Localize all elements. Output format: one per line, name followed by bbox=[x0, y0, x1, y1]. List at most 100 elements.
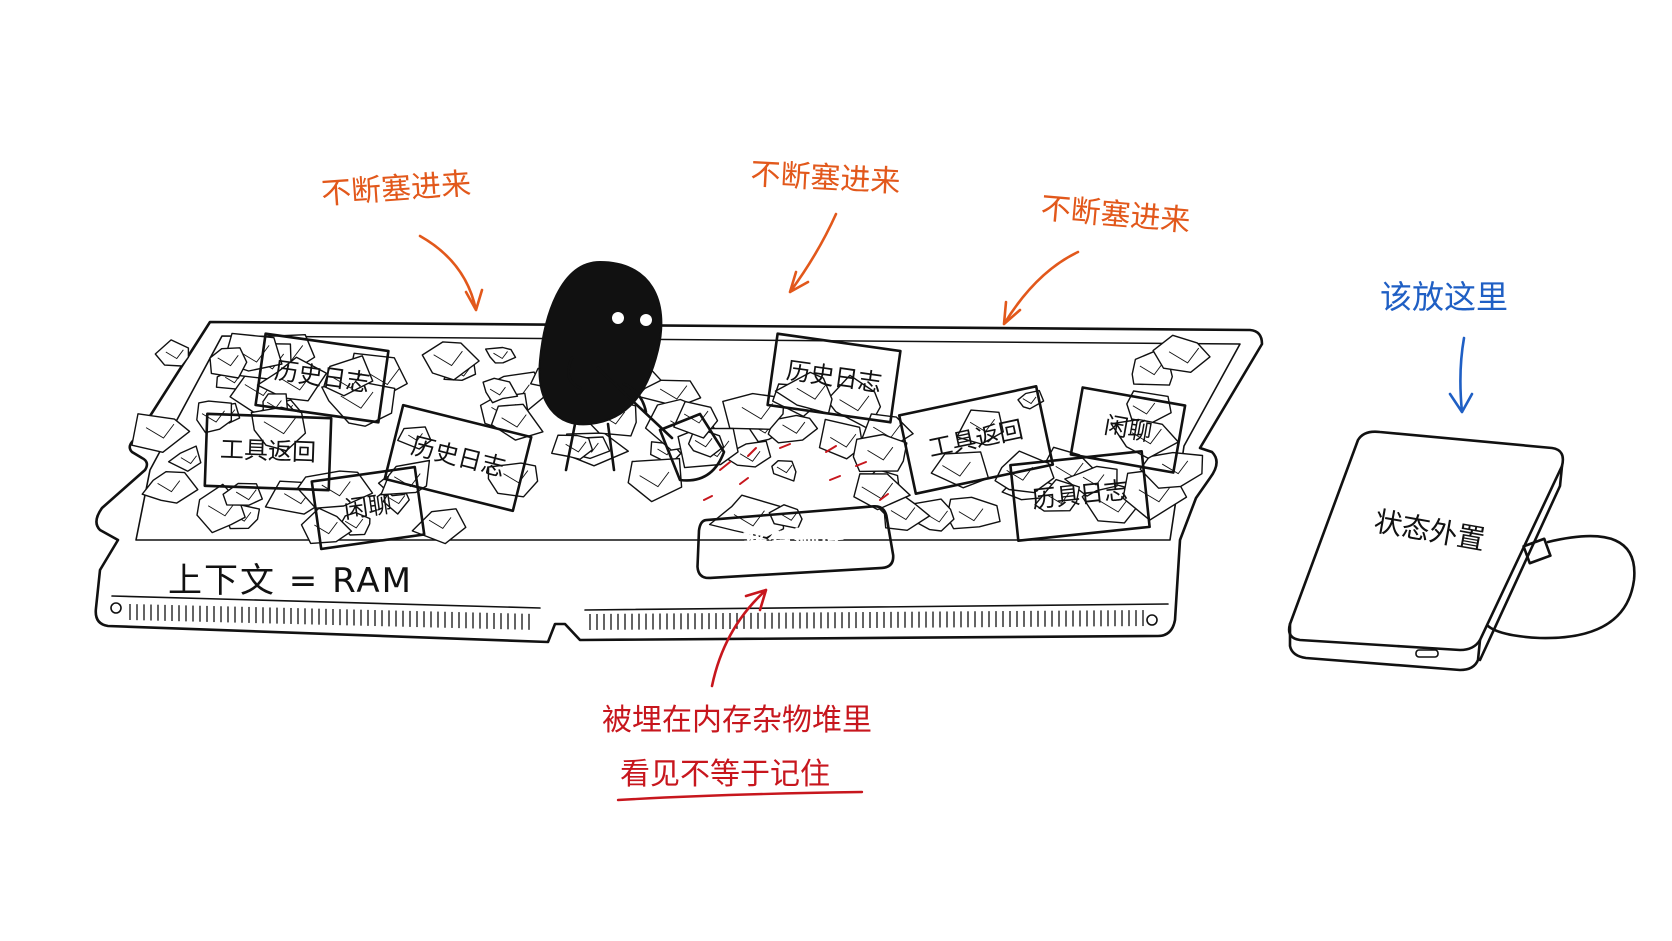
rubble-piece bbox=[930, 451, 990, 489]
rubble-piece bbox=[154, 339, 190, 367]
dig-spark bbox=[855, 461, 867, 467]
blob-body bbox=[538, 260, 663, 426]
dig-spark bbox=[703, 495, 713, 501]
rubble-crease bbox=[388, 495, 406, 505]
rubble-crease bbox=[145, 423, 175, 439]
dig-spark bbox=[719, 461, 731, 471]
usb-cable bbox=[1486, 534, 1636, 640]
ram-edge-strip bbox=[111, 595, 1169, 611]
rubble-crease bbox=[796, 384, 827, 400]
blob-character bbox=[538, 260, 726, 482]
rubble-crease bbox=[332, 373, 362, 389]
annotation-stuff-in: 不断塞进来 bbox=[1002, 191, 1192, 326]
rubble-crease bbox=[639, 471, 670, 488]
rubble-crease bbox=[782, 421, 806, 434]
rubble-piece bbox=[956, 409, 1004, 445]
rubble-crease bbox=[235, 489, 257, 501]
underline bbox=[616, 790, 864, 802]
rubble-crease bbox=[776, 464, 793, 474]
rubble-crease bbox=[1048, 492, 1070, 505]
rubble-piece bbox=[323, 355, 374, 397]
rubble-crease bbox=[281, 374, 312, 391]
dig-spark bbox=[779, 443, 791, 449]
rubble-piece bbox=[421, 341, 480, 381]
annotation-text: 被埋在内存杂物堆里 bbox=[602, 703, 872, 738]
rubble-crease bbox=[1100, 497, 1130, 513]
rubble-crease bbox=[1022, 396, 1037, 405]
annotation-stuff-in: 不断塞进来 bbox=[750, 157, 902, 294]
rubble-crease bbox=[741, 403, 773, 420]
rubble-crease bbox=[408, 433, 423, 442]
rubble-crease bbox=[739, 450, 761, 462]
dig-spark bbox=[879, 493, 889, 501]
arrow-icon bbox=[418, 234, 484, 312]
rubble-piece bbox=[131, 413, 191, 453]
rubble-crease bbox=[659, 385, 688, 400]
annotation-text: 不断塞进来 bbox=[750, 157, 902, 200]
drive-top bbox=[1287, 430, 1565, 652]
blob-eye bbox=[612, 312, 624, 324]
rubble-crease bbox=[958, 508, 984, 522]
rubble-piece bbox=[482, 377, 519, 404]
annotation-put-here: 该放这里 bbox=[1380, 278, 1508, 414]
rubble-crease bbox=[428, 517, 452, 529]
rubble-crease bbox=[1132, 402, 1156, 415]
rubble-crease bbox=[157, 480, 181, 493]
rubble-crease bbox=[839, 395, 870, 412]
rubble-piece bbox=[1034, 478, 1080, 512]
rubble-crease bbox=[890, 507, 916, 521]
drive-led bbox=[1415, 649, 1439, 658]
arrow-icon bbox=[1448, 336, 1474, 414]
rubble-piece bbox=[673, 400, 719, 439]
ram-mount-hole bbox=[1146, 614, 1158, 626]
rubble-crease bbox=[942, 461, 971, 477]
warning-tag: 严禁删库 bbox=[696, 505, 895, 580]
rubble-piece bbox=[551, 434, 594, 460]
arrow-icon bbox=[710, 588, 768, 688]
rubble-piece bbox=[627, 457, 683, 503]
note-card: 闲聊 bbox=[310, 465, 426, 551]
rubble-crease bbox=[1161, 460, 1189, 475]
rubble-crease bbox=[165, 349, 184, 360]
rubble-piece bbox=[300, 507, 353, 545]
arrow-icon bbox=[788, 212, 838, 294]
rubble-piece bbox=[485, 346, 517, 364]
rubble-crease bbox=[694, 438, 713, 448]
rubble-crease bbox=[1139, 362, 1164, 376]
ram-contact-pins bbox=[129, 604, 1144, 630]
drive-label: 状态外置 bbox=[1372, 505, 1488, 557]
rubble-crease bbox=[263, 417, 296, 435]
rubble-piece bbox=[209, 347, 248, 379]
shovel-icon bbox=[596, 366, 726, 482]
drive-edge bbox=[1478, 464, 1564, 662]
rubble-crease bbox=[780, 511, 798, 521]
annotation-buried: 被埋在内存杂物堆里 看见不等于记住 bbox=[602, 588, 872, 802]
dig-spark bbox=[829, 475, 841, 481]
ram-mount-hole bbox=[110, 602, 122, 614]
rubble-crease bbox=[340, 391, 374, 409]
warning-tag-label: 严禁删库 bbox=[741, 523, 847, 560]
rubble-crease bbox=[489, 386, 506, 396]
arrow-icon bbox=[1002, 250, 1080, 326]
rubble-piece bbox=[196, 400, 233, 434]
dig-spark bbox=[747, 447, 757, 457]
rubble-crease bbox=[867, 446, 894, 461]
external-drive: 状态外置 bbox=[1287, 430, 1636, 672]
rubble-piece bbox=[487, 462, 539, 498]
ram-board-outline bbox=[94, 320, 1264, 644]
rubble-piece bbox=[141, 471, 199, 504]
annotation-text: 该放这里 bbox=[1380, 278, 1508, 316]
rubble-crease bbox=[366, 367, 401, 386]
note-label: 工具返回 bbox=[220, 435, 317, 466]
rubble-piece bbox=[222, 482, 263, 506]
annotation-text: 不断塞进来 bbox=[1039, 191, 1191, 239]
rubble-piece bbox=[167, 445, 202, 472]
rubble-crease bbox=[501, 414, 527, 428]
blob-arms bbox=[567, 356, 648, 414]
dig-spark bbox=[739, 477, 749, 485]
rubble-crease bbox=[1131, 428, 1162, 445]
rubble-piece bbox=[853, 473, 911, 511]
rubble-crease bbox=[830, 433, 857, 448]
annotation-text: 不断塞进来 bbox=[320, 167, 472, 212]
